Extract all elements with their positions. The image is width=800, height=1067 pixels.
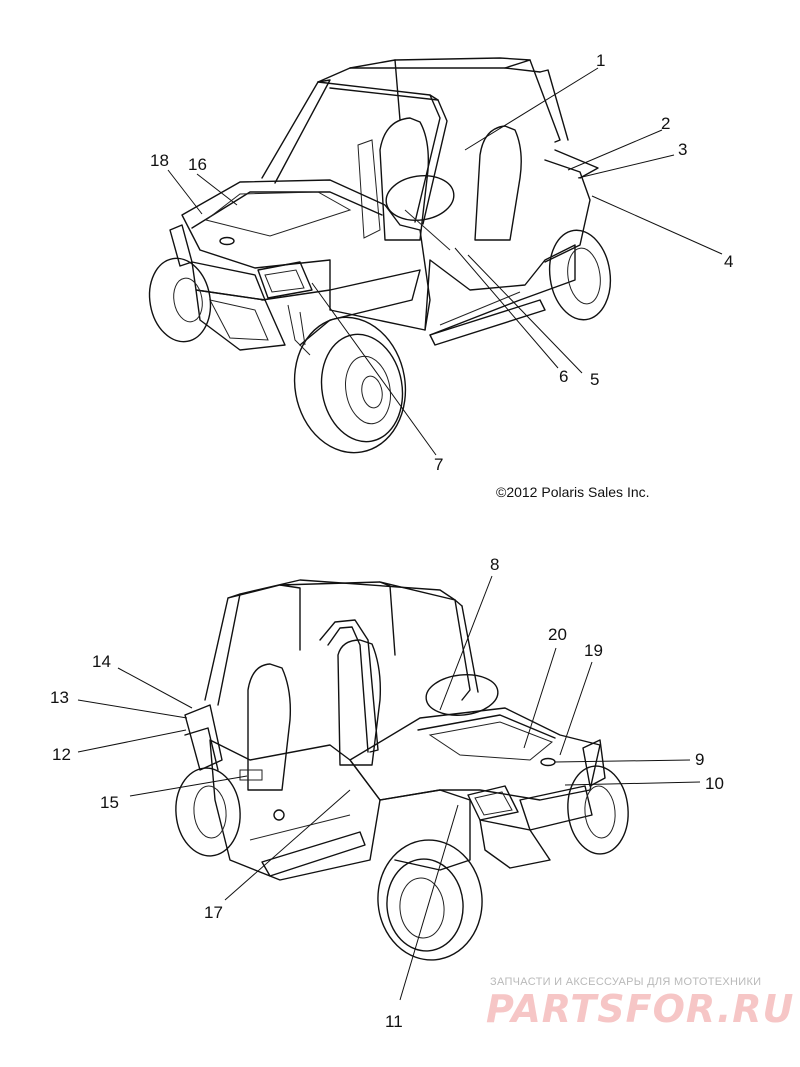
vehicle-bottom-view: [175, 579, 629, 961]
wheel-rear-right-top: [548, 229, 612, 321]
callout-14: 14: [92, 652, 111, 671]
wheel-front-right-bottom: [567, 765, 629, 855]
callout-7: 7: [434, 455, 443, 474]
callout-18: 18: [150, 151, 169, 170]
callout-8: 8: [490, 555, 499, 574]
wheel-rear-left-bottom: [175, 767, 241, 857]
vehicle-top-view: [148, 57, 612, 454]
callout-6: 6: [559, 367, 568, 386]
wheel-front-left-bottom: [377, 839, 483, 961]
watermark: ЗАПЧАСТИ И АКСЕССУАРЫ ДЛЯ МОТОТЕХНИКИ PA…: [486, 976, 794, 1031]
callout-11: 11: [385, 1012, 403, 1031]
copyright-notice: ©2012 Polaris Sales Inc.: [496, 484, 650, 500]
watermark-logo: PARTSFOR.RU: [486, 987, 794, 1031]
callout-16: 16: [188, 155, 207, 174]
callout-19: 19: [584, 641, 603, 660]
leader-lines-top: [167, 67, 723, 456]
callout-13: 13: [50, 688, 69, 707]
leader-lines-bottom: [77, 575, 701, 1001]
callouts-top: 1 2 3 4 5 6 7 16 18: [150, 51, 733, 474]
callout-17: 17: [204, 903, 223, 922]
callout-20: 20: [548, 625, 567, 644]
callout-10: 10: [705, 774, 724, 793]
callout-1: 1: [596, 51, 605, 70]
callout-2: 2: [661, 114, 670, 133]
callout-12: 12: [52, 745, 71, 764]
callouts-bottom: 8 9 10 11 12 13 14 15 17 19 20: [50, 555, 724, 1031]
callout-5: 5: [590, 370, 599, 389]
callout-3: 3: [678, 140, 687, 159]
callout-4: 4: [724, 252, 733, 271]
watermark-tagline: ЗАПЧАСТИ И АКСЕССУАРЫ ДЛЯ МОТОТЕХНИКИ: [490, 976, 761, 988]
wheel-front-right-top: [293, 316, 407, 454]
callout-15: 15: [100, 793, 119, 812]
wheel-front-left-top: [148, 257, 212, 343]
callout-9: 9: [695, 750, 704, 769]
